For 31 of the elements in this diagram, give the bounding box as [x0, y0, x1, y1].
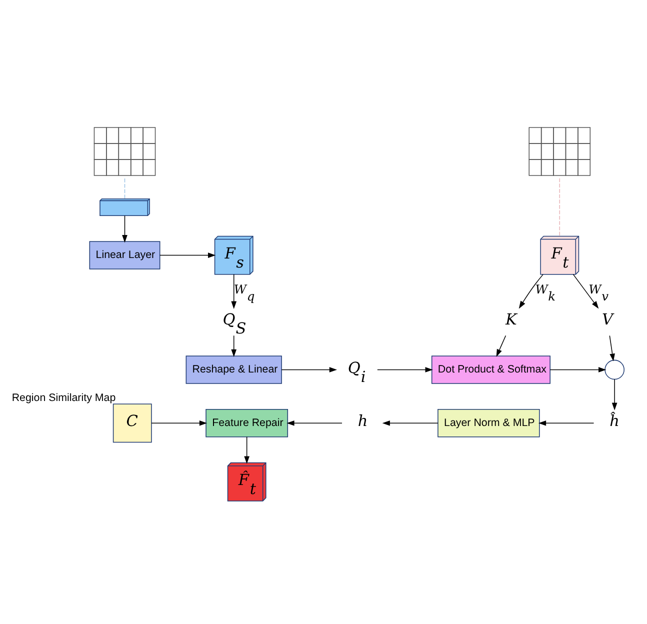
arrow	[231, 334, 237, 357]
arrow	[286, 420, 342, 426]
node-box: Reshape & Linear	[186, 355, 282, 384]
connector	[559, 177, 560, 236]
arrow	[382, 420, 438, 426]
arrow	[231, 274, 237, 308]
arrow	[612, 378, 618, 410]
arrow	[538, 420, 594, 426]
arrow	[550, 366, 606, 372]
node-box: Layer Norm & MLP	[438, 408, 540, 437]
arrow	[281, 366, 338, 372]
arrow	[496, 334, 506, 356]
node-box: C	[112, 403, 152, 442]
arrow	[160, 252, 216, 258]
arrow	[518, 274, 544, 308]
node-label: Region Similarity Map	[12, 392, 116, 404]
arrow	[377, 366, 433, 372]
arrow	[244, 436, 250, 464]
arrow	[609, 334, 615, 361]
arrow	[572, 274, 599, 308]
arrow	[122, 214, 128, 242]
node-text: ĥ	[610, 412, 620, 430]
connector	[124, 178, 126, 199]
node-circle	[604, 359, 624, 380]
node-box: Dot Product & Softmax	[431, 355, 550, 384]
node-box: Linear Layer	[89, 240, 160, 269]
node-text: h	[358, 412, 368, 430]
node-text: V	[602, 310, 613, 328]
arrow	[151, 420, 208, 426]
node-box: Feature Repair	[206, 408, 288, 437]
node-text: K	[505, 310, 517, 328]
